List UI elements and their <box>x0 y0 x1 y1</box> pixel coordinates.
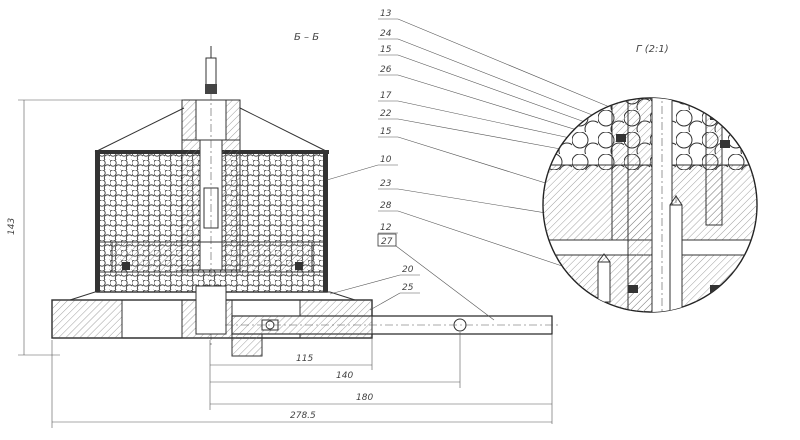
callout-15a: 15 <box>380 45 392 55</box>
callout-13: 13 <box>380 9 392 19</box>
dimension-vertical: 143 <box>7 218 17 235</box>
callouts-right: 13 24 15 26 17 22 15 <box>378 9 617 206</box>
callout-26: 26 <box>380 65 392 75</box>
dimension-lines: 143 115 140 180 278.5 <box>7 99 553 428</box>
callout-12: 12 <box>380 223 392 233</box>
detail-label: Г (2:1) <box>636 44 669 55</box>
callouts-middle: 10 23 28 12 27 20 25 <box>326 155 621 321</box>
callout-28: 28 <box>380 201 392 211</box>
callout-24: 24 <box>380 29 392 39</box>
callout-20: 20 <box>402 265 414 275</box>
callout-27: 27 <box>381 237 393 247</box>
dimension-115: 115 <box>296 354 313 364</box>
callout-23: 23 <box>380 179 392 189</box>
dimension-140: 140 <box>336 371 353 381</box>
callout-17: 17 <box>380 91 392 101</box>
callout-15b: 15 <box>380 127 392 137</box>
main-section-view <box>51 46 560 357</box>
dimension-278: 278.5 <box>290 411 316 421</box>
callout-22: 22 <box>380 109 392 119</box>
section-label: Б – Б <box>294 32 319 43</box>
dimension-180: 180 <box>356 393 373 403</box>
detail-view-g <box>542 97 758 313</box>
callout-25: 25 <box>402 283 414 293</box>
callout-10: 10 <box>380 155 392 165</box>
